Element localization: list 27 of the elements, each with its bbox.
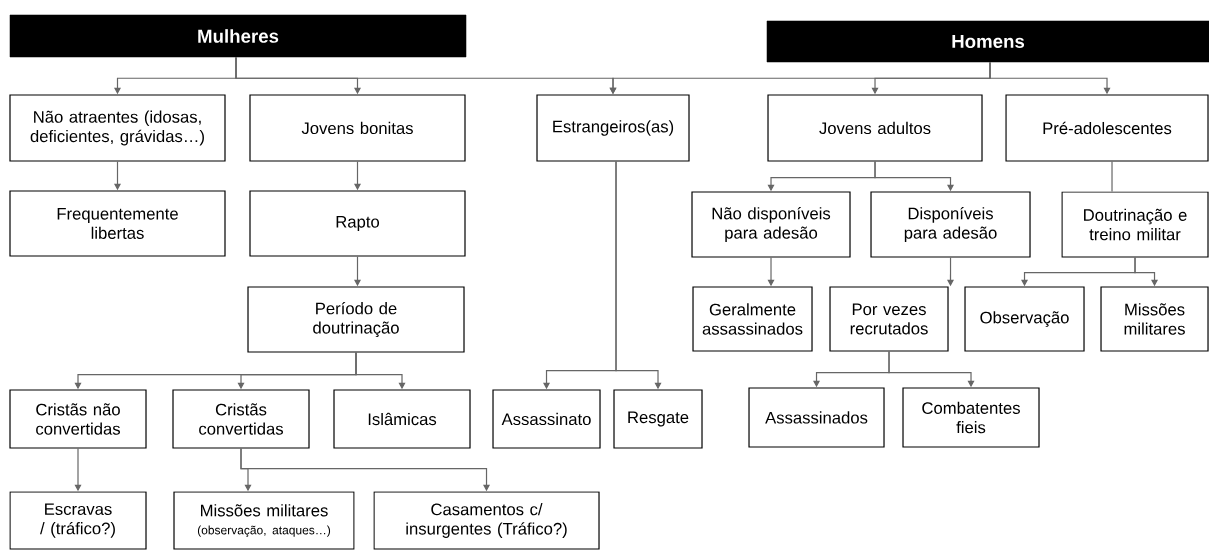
category-box: Resgate <box>613 389 703 449</box>
header-bar: Mulheres <box>9 14 467 58</box>
category-box: Assassinados <box>748 387 885 448</box>
category-box: Disponíveis para adesão <box>870 191 1031 258</box>
category-box: Casamentos c/ insurgentes (Tráfico?) <box>373 491 600 550</box>
category-box: Cristãs convertidas <box>172 389 310 449</box>
category-box: Islâmicas <box>333 389 471 449</box>
category-box: Frequentemente libertas <box>9 190 226 257</box>
header-bar: Homens <box>766 20 1209 63</box>
category-box: Jovens adultos <box>767 94 983 162</box>
category-box: Assassinato <box>492 389 601 449</box>
category-box: Doutrinação e treino militar <box>1061 191 1209 258</box>
category-box: Por vezes recrutados <box>829 286 949 352</box>
category-box: Escravas / (tráfico?) <box>9 491 147 550</box>
category-box: Não disponíveis para adesão <box>691 191 851 258</box>
category-box: Pré-adolescentes <box>1005 94 1209 162</box>
category-box: Combatentes fieis <box>902 387 1040 448</box>
category-box: Cristãs não convertidas <box>9 389 147 449</box>
category-box: Jovens bonitas <box>249 94 466 162</box>
category-box: Estrangeiros(as) <box>536 94 690 162</box>
category-box: Geralmente assassinados <box>692 286 813 352</box>
category-box: Período de doutrinação <box>247 286 465 353</box>
category-box: Missões militares <box>1100 286 1209 352</box>
category-box: Observação <box>964 286 1085 352</box>
category-box: Não atraentes (idosas, deficientes, grávidas…) <box>9 94 226 162</box>
category-box: Missões militares (observação, ataques…) <box>173 491 355 550</box>
category-box: Rapto <box>249 190 466 257</box>
